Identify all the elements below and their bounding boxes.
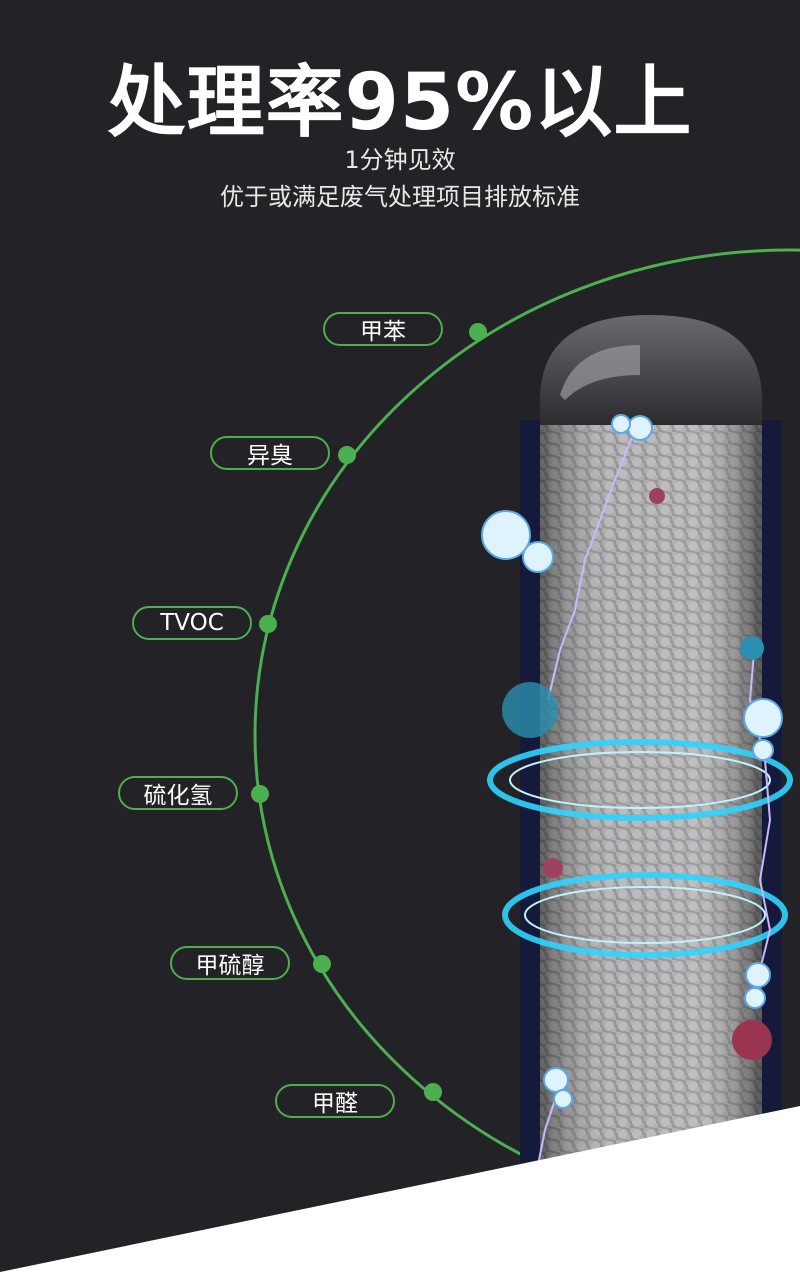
lightning <box>537 429 772 1166</box>
headline: 处理率95%以上 <box>107 58 693 148</box>
arc-dots <box>251 323 487 1101</box>
pollutant-label: 异臭 <box>210 436 330 470</box>
filter-column <box>520 315 782 1170</box>
microbes <box>502 488 772 1060</box>
energy-rings <box>487 739 793 958</box>
pollutant-label: 硫化氢 <box>118 776 238 810</box>
pollutant-label: TVOC <box>132 606 252 640</box>
subtitle-standard: 优于或满足废气处理项目排放标准 <box>220 183 580 211</box>
pollutant-label: 甲苯 <box>323 312 443 346</box>
ion-particles <box>481 414 783 1109</box>
pollutant-label: 甲硫醇 <box>170 946 290 980</box>
subtitle-speed: 1分钟见效 <box>344 146 456 174</box>
pollutant-label: 甲醛 <box>275 1084 395 1118</box>
footer-wedge <box>0 1106 800 1276</box>
